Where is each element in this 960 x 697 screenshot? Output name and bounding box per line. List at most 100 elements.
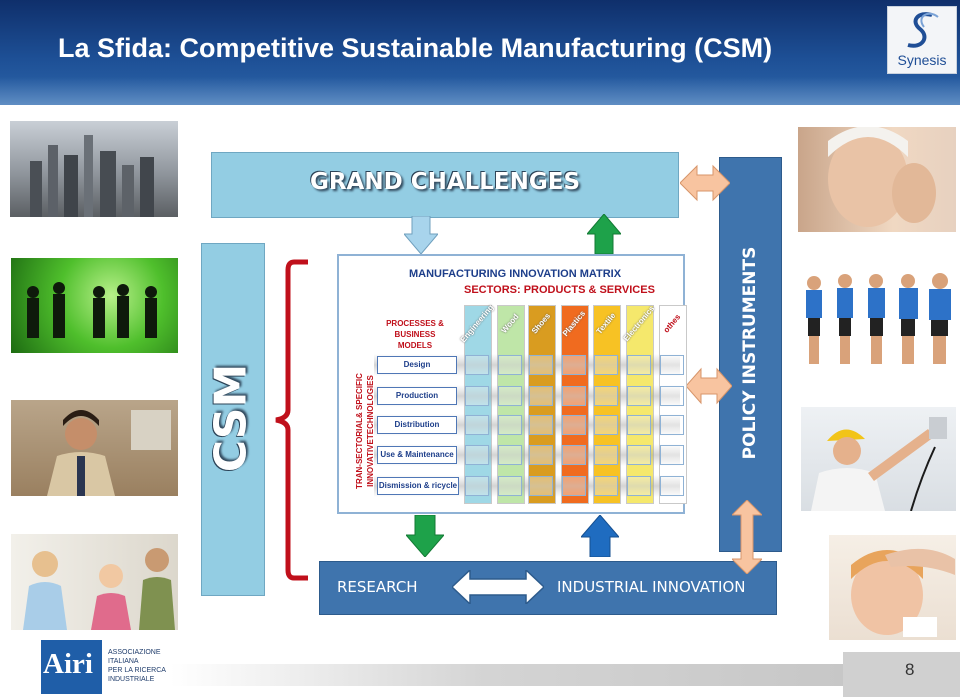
matrix-cell: [594, 386, 618, 406]
photo-elderly-woman: [798, 127, 956, 232]
sector-column: [593, 305, 621, 504]
csm-label: CSM: [205, 363, 257, 473]
matrix-cell: [594, 415, 618, 435]
matrix-cell: [498, 476, 522, 496]
matrix-cell: [465, 445, 489, 465]
policy-instruments-bar: [719, 157, 782, 552]
matrix-cell: [660, 476, 684, 496]
matrix-cell: [498, 386, 522, 406]
matrix-cell: [594, 476, 618, 496]
processes-label-line: PROCESSES &: [386, 319, 444, 328]
curly-bracket-icon: [275, 259, 308, 581]
airi-logo: [41, 640, 102, 694]
matrix-cell: [660, 415, 684, 435]
matrix-cell: [562, 445, 586, 465]
double-arrow-icon: [732, 500, 762, 574]
photo-children-height: [800, 267, 956, 371]
double-arrow-icon: [452, 570, 544, 604]
policy-instruments-label: POLICY INSTRUMENTS: [740, 246, 760, 460]
children-row-icon: [806, 273, 951, 364]
grand-challenges-box: GRAND CHALLENGES: [211, 152, 679, 218]
matrix-cell: [498, 445, 522, 465]
grand-challenges-label: GRAND CHALLENGES: [309, 169, 581, 195]
matrix-cell: [529, 415, 553, 435]
matrix-title: MANUFACTURING INNOVATION MATRIX: [409, 268, 622, 280]
man-portrait-icon: [47, 410, 171, 496]
photo-business-silhouettes: [11, 258, 178, 353]
matrix-cell: [660, 445, 684, 465]
sector-column: [659, 305, 687, 504]
page-number: 8: [905, 660, 915, 679]
sector-column: [497, 305, 525, 504]
matrix-cell: [529, 355, 553, 375]
matrix-cell: [660, 355, 684, 375]
airi-logo-text: Airi: [43, 648, 93, 680]
elderly-face-icon: [828, 127, 936, 227]
processes-label-line: BUSINESS: [394, 330, 436, 339]
processes-label-line: MODELS: [397, 341, 433, 350]
matrix-cell: [529, 445, 553, 465]
photo-man-glasses: [11, 400, 178, 496]
matrix-cell: [627, 476, 651, 496]
worker-helmet-icon: [811, 417, 947, 511]
matrix-cell: [562, 476, 586, 496]
matrix-cell: [529, 386, 553, 406]
sector-column: [464, 305, 492, 504]
airi-subtitle-line: PER LA RICERCA: [108, 667, 166, 674]
matrix-cell: [562, 386, 586, 406]
side-label: TRAN-SECTORIAL& SPECIFIC INNOVATIVETECHN…: [354, 366, 376, 496]
footer-strip: [170, 664, 870, 686]
shop-people-icon: [23, 548, 175, 630]
airi-subtitle-line: INDUSTRIALE: [108, 676, 155, 683]
synesis-s-icon: [907, 12, 939, 48]
matrix-cell: [660, 386, 684, 406]
matrix-cell: [562, 355, 586, 375]
airi-subtitle: ASSOCIAZIONE ITALIANA PER LA RICERCA IND…: [108, 648, 178, 684]
child-face-icon: [851, 548, 955, 637]
process-row-label: Dismission & ricycle: [377, 477, 459, 495]
arrow-up-icon: [587, 214, 621, 254]
double-arrow-icon: [686, 367, 732, 405]
people-silhouette-icon: [27, 282, 157, 338]
page-number-box: [843, 652, 960, 697]
matrix-cell: [465, 386, 489, 406]
process-row-label: Design: [377, 356, 457, 374]
matrix-cell: [627, 415, 651, 435]
industrial-innovation-label: INDUSTRIAL INNOVATION: [557, 578, 746, 596]
process-row-label: Distribution: [377, 416, 457, 434]
sector-column: [626, 305, 654, 504]
double-arrow-icon: [680, 164, 730, 202]
synesis-logo: Synesis: [887, 6, 957, 74]
process-row-label: Use & Maintenance: [377, 446, 457, 464]
matrix-sectors-title: SECTORS: PRODUCTS & SERVICES: [464, 284, 655, 296]
photo-sick-child: [829, 535, 956, 640]
matrix-cell: [627, 355, 651, 375]
matrix-cell: [529, 476, 553, 496]
arrow-up-icon: [581, 515, 619, 557]
process-row-label: Production: [377, 387, 457, 405]
airi-subtitle-line: ITALIANA: [108, 658, 139, 665]
side-label-line: TRAN-SECTORIAL& SPECIFIC: [355, 373, 364, 489]
photo-shop-people: [11, 534, 178, 630]
skyline-icon: [30, 135, 154, 217]
logo-brand-text: Synesis: [897, 52, 947, 68]
matrix-cell: [498, 355, 522, 375]
matrix-cell: [627, 445, 651, 465]
csm-bar: [201, 243, 265, 596]
matrix-cell: [594, 445, 618, 465]
sector-column: [528, 305, 556, 504]
photo-city-skyline: [10, 121, 178, 217]
slide-title: La Sfida: Competitive Sustainable Manufa…: [58, 33, 773, 63]
matrix-cell: [627, 386, 651, 406]
matrix-cell: [562, 415, 586, 435]
arrow-down-icon: [404, 216, 438, 254]
processes-label: PROCESSES & BUSINESS MODELS: [385, 318, 445, 351]
sector-column: [561, 305, 589, 504]
matrix-cell: [498, 415, 522, 435]
research-bar: [319, 561, 777, 615]
header-band: [0, 0, 960, 105]
photo-worker-helmet: [801, 407, 956, 511]
airi-subtitle-line: ASSOCIAZIONE: [108, 649, 161, 656]
research-label: RESEARCH: [337, 578, 418, 596]
